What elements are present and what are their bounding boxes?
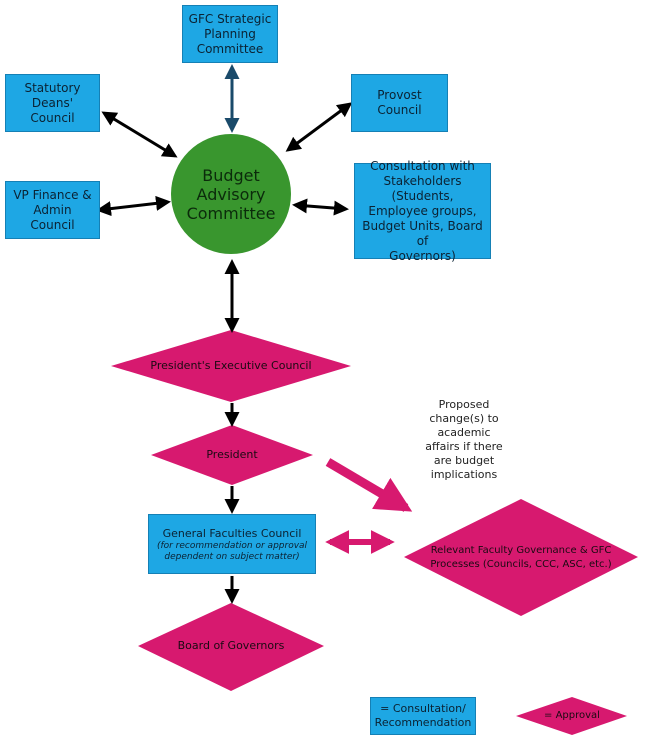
gfc-box: General Faculties Council (for recommend… bbox=[148, 514, 316, 574]
relevant-faculty-diamond bbox=[404, 499, 638, 616]
gfc-subtitle: (for recommendation or approval dependen… bbox=[156, 540, 308, 562]
president-label: President bbox=[206, 448, 258, 461]
arrow-deans-to-budget bbox=[101, 111, 178, 158]
legend-consultation-box: = Consultation/ Recommendation bbox=[370, 697, 476, 735]
arrow-provost-to-budget bbox=[285, 102, 353, 152]
board-label: Board of Governors bbox=[177, 639, 285, 652]
gfc-strategic-box: GFC Strategic Planning Committee bbox=[182, 5, 278, 63]
legend-approval-diamond bbox=[516, 697, 627, 735]
consultation-label: Consultation with Stakeholders (Students… bbox=[362, 158, 483, 263]
president-diamond bbox=[151, 425, 313, 485]
board-diamond bbox=[138, 603, 324, 691]
gfc-strategic-label: GFC Strategic Planning Committee bbox=[188, 11, 272, 56]
legend-consultation-label: = Consultation/ Recommendation bbox=[374, 702, 472, 729]
consultation-box: Consultation with Stakeholders (Students… bbox=[354, 159, 491, 263]
provost-council-label: Provost Council bbox=[377, 88, 422, 117]
statutory-deans-label: Statutory Deans' Council bbox=[24, 80, 81, 125]
budget-committee-circle: Budget Advisory Committee bbox=[171, 134, 291, 254]
budget-implications-note: Proposed change(s) to academic affairs i… bbox=[425, 398, 503, 481]
arrow-consult-to-budget bbox=[292, 198, 349, 216]
provost-council-box: Provost Council bbox=[351, 74, 448, 132]
vp-finance-label: VP Finance & Admin Council bbox=[13, 187, 92, 232]
presidents-exec-label: President's Executive Council bbox=[150, 359, 312, 372]
presidents-exec-diamond bbox=[111, 330, 351, 402]
budget-committee-label: Budget Advisory Committee bbox=[186, 165, 276, 223]
legend-approval-label: = Approval bbox=[544, 710, 600, 721]
relevant-faculty-label: Relevant Faculty Governance & GFC Proces… bbox=[430, 545, 612, 570]
vp-finance-box: VP Finance & Admin Council bbox=[5, 181, 100, 239]
gfc-title: General Faculties Council bbox=[162, 526, 302, 540]
arrow-president-to-faculty bbox=[325, 458, 413, 512]
statutory-deans-box: Statutory Deans' Council bbox=[5, 74, 100, 132]
arrow-vp-to-budget bbox=[96, 195, 171, 217]
